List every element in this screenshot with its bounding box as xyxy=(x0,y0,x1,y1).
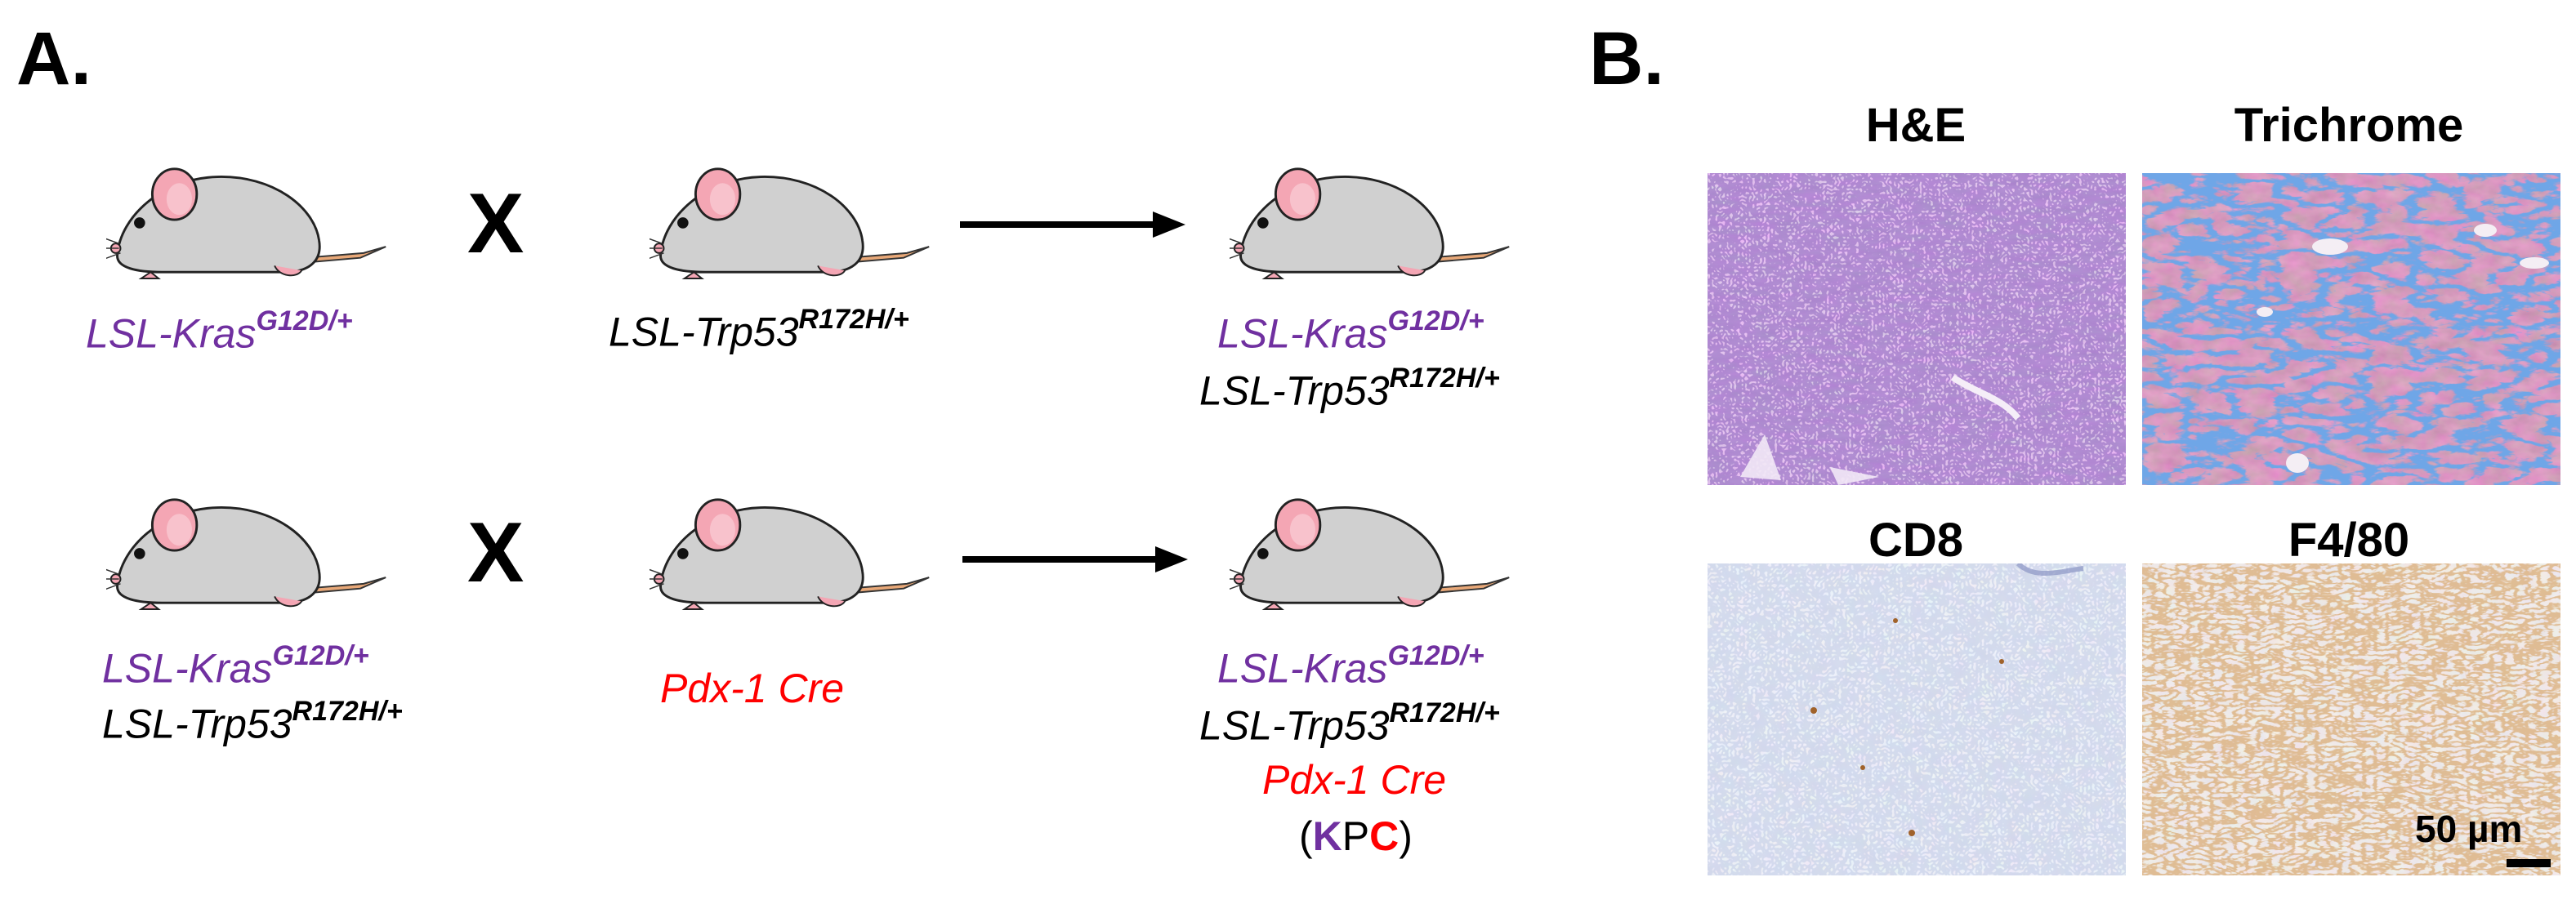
mouse-icon xyxy=(1230,490,1516,612)
stain-title-cd8: CD8 xyxy=(1868,514,1964,567)
genotype-kras: LSL-KrasG12D/+ xyxy=(102,640,369,692)
mouse-icon xyxy=(106,159,392,282)
cross-symbol: X xyxy=(467,176,525,271)
genotype-kras: LSL-KrasG12D/+ xyxy=(86,305,353,357)
mouse-icon xyxy=(650,490,935,612)
micrograph-he xyxy=(1708,173,2126,485)
stain-title-trichrome: Trichrome xyxy=(2234,99,2464,152)
genotype-trp53: LSL-Trp53R172H/+ xyxy=(102,696,403,747)
genotype-trp53: LSL-Trp53R172H/+ xyxy=(609,304,909,355)
genotype-pdx1-cre: Pdx-1 Cre xyxy=(1262,757,1447,803)
arrow-icon xyxy=(960,212,1185,238)
micrograph-trichrome xyxy=(2142,173,2560,485)
genotype-trp53: LSL-Trp53R172H/+ xyxy=(1199,697,1500,749)
micrograph-cd8 xyxy=(1708,563,2126,875)
scale-bar-label: 50 µm xyxy=(2415,808,2523,850)
panel-b-letter: B. xyxy=(1589,17,1664,100)
kpc-abbreviation: (KPC) xyxy=(1299,813,1413,859)
mouse-icon xyxy=(1230,159,1516,282)
genotype-kras: LSL-KrasG12D/+ xyxy=(1217,640,1484,692)
panel-a-letter: A. xyxy=(16,17,92,100)
micrograph-f480 xyxy=(2142,563,2560,875)
arrow-icon xyxy=(962,546,1188,572)
scale-bar-icon xyxy=(2507,859,2551,867)
genotype-kras: LSL-KrasG12D/+ xyxy=(1217,305,1484,357)
stain-title-he: H&E xyxy=(1865,99,1967,152)
mouse-icon xyxy=(650,159,935,282)
genotype-trp53: LSL-Trp53R172H/+ xyxy=(1199,363,1500,414)
genotype-pdx1-cre: Pdx-1 Cre xyxy=(660,666,845,711)
stain-title-f480: F4/80 xyxy=(2288,514,2410,567)
cross-symbol: X xyxy=(467,505,525,600)
mouse-icon xyxy=(106,490,392,612)
